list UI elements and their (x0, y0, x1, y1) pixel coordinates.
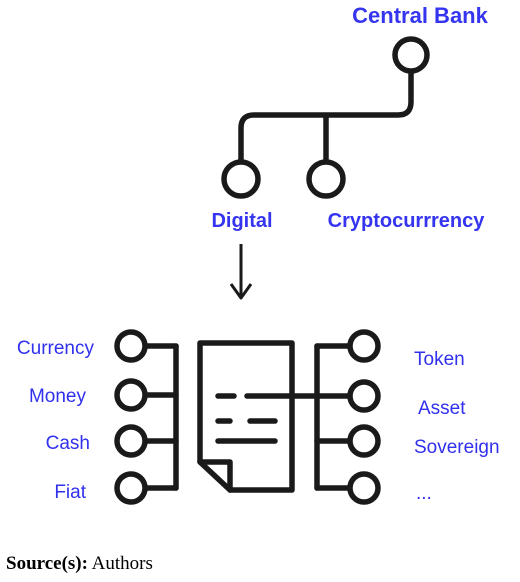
right-item-sovereign: Sovereign (414, 437, 500, 458)
left-node (114, 329, 148, 363)
arrow-down-icon (229, 244, 253, 300)
right-node (347, 424, 381, 458)
left-node-group (114, 329, 179, 505)
digital-label: Digital (211, 210, 272, 232)
left-item-fiat: Fiat (54, 482, 86, 503)
left-item-money: Money (29, 386, 87, 407)
source-caption: Source(s): Authors (6, 553, 153, 575)
source-text: Authors (91, 553, 153, 574)
right-item-asset: Asset (418, 398, 466, 419)
top-tree (221, 36, 430, 199)
left-item-currency: Currency (17, 338, 95, 359)
right-item-ellipsis: ... (416, 483, 432, 504)
left-node (114, 424, 148, 458)
right-node (347, 329, 381, 363)
node-central-bank (392, 36, 430, 74)
node-digital (221, 159, 261, 199)
document-icon (197, 340, 366, 493)
left-node (114, 378, 148, 412)
central-bank-label: Central Bank (352, 3, 488, 28)
source-label: Source(s): (6, 553, 88, 574)
left-item-cash: Cash (46, 433, 90, 454)
connector-root (238, 65, 414, 163)
right-item-token: Token (414, 349, 465, 370)
node-cryptocurrency (306, 159, 346, 199)
right-node-group (314, 329, 381, 505)
right-node (347, 379, 381, 413)
right-node (347, 471, 381, 505)
cryptocurrency-label: Cryptocurrrency (328, 210, 486, 232)
left-node (114, 471, 148, 505)
